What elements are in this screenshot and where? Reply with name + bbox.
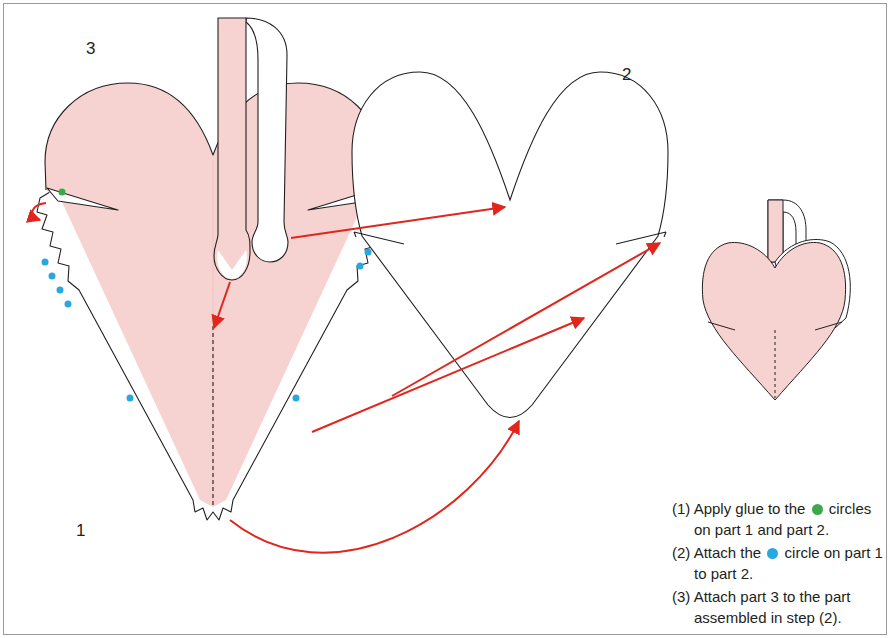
part-number: 1 [76, 522, 85, 539]
instruction-text: (2) Attach the [672, 544, 761, 561]
frame [4, 4, 887, 635]
instruction-text: (1) Apply glue to the [672, 500, 805, 517]
instruction-step: (2) Attach the circle on part 1 to part … [672, 542, 890, 584]
assembly-arrows [214, 207, 660, 553]
glue-dot-symbol [767, 548, 778, 559]
glue-dots [42, 189, 386, 402]
fold-arrows [32, 185, 393, 220]
assembled-box [702, 200, 850, 400]
part-number: 2 [622, 66, 631, 83]
part-3 [214, 18, 288, 280]
part-number: 3 [86, 40, 95, 57]
glue-dot-symbol [812, 504, 823, 515]
instruction-step: (1) Apply glue to the circles on part 1 … [672, 498, 890, 540]
instruction-text: (3) Attach part 3 to the part assembled … [672, 588, 850, 626]
part-2 [352, 72, 668, 418]
instruction-step: (3) Attach part 3 to the part assembled … [672, 586, 890, 628]
part-1 [37, 83, 389, 520]
